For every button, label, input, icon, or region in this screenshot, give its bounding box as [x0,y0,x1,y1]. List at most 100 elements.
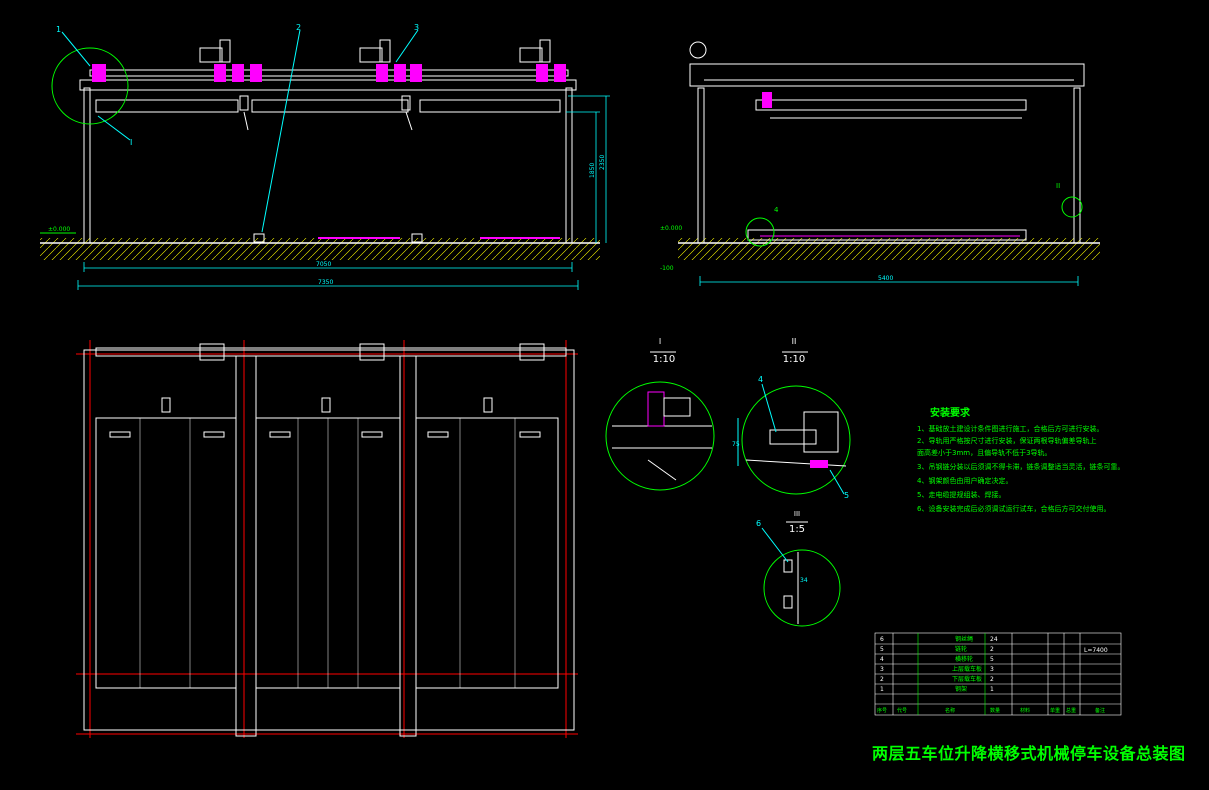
parts-row-2-name: 链轮 [955,645,967,653]
front-ground-hatch [40,238,600,260]
parts-row-6-name: 钢架 [955,685,967,693]
front-dim-width-inner: 7050 [316,261,331,268]
front-left-column [83,87,91,244]
detail-III-part-a [783,559,793,573]
parts-table-header: 序号 代号 名称 材料 数量 单重 总重 备注 [877,707,1105,714]
side-left-label-2: -100 [660,265,674,272]
parts-row-5-no: 2 [880,676,884,683]
install-requirements-heading: 安装要求 [930,408,970,419]
callout-1-label: 1 [56,25,61,34]
front-lower-stop-1 [253,233,265,243]
plan-view [76,340,578,738]
front-dim-height-outer: 2350 [599,155,606,170]
parts-row-1-no: 6 [880,636,884,643]
side-lower-pallet [747,229,1027,241]
detail-III-scale: 1:5 [789,524,805,535]
detail-III-label: III [794,510,800,518]
front-view: 1 2 3 I 7050 7350 1850 2350 ±0.000 [40,23,610,290]
side-top-beam [689,63,1085,87]
detail-II-dim: 75 [732,441,740,448]
front-dim-width-outer: 7350 [318,279,333,286]
parts-header-material: 材料 [1020,707,1030,714]
detail-II-callout-4: 4 [758,375,763,384]
callout-3-label: 3 [414,23,419,32]
front-detail-I-label: I [130,138,132,147]
detail-I-motor [663,397,691,417]
plan-slots [109,397,541,438]
parts-row-1-remark: L=7400 [1084,647,1108,654]
side-dim-width: 5400 [878,275,893,282]
side-ground-hatch [678,238,1100,260]
parts-row-4-name: 上层载车板 [952,665,982,673]
detail-II-wheel [769,429,817,445]
install-req-3: 3、吊钢链分装以后须调不得卡滞，链条调整适当灵活，链条可靠。 [917,463,1125,471]
install-req-5: 5、走电缆提规组装、焊接。 [917,491,1006,499]
parts-row-5-qty: 2 [990,676,994,683]
detail-III-dim: 34 [800,577,808,584]
plan-columns [235,355,417,737]
install-req-6: 6、设备安装完成后必须调试运行试车，合格后方可交付使用。 [917,505,1111,513]
plan-motors [199,343,545,361]
parts-header-code: 代号 [897,707,907,714]
front-upper-pallet-2 [251,99,409,113]
front-detail-circle-I [51,47,129,125]
parts-row-3-no: 4 [880,656,884,663]
side-view: II 4 5400 ±0.000 -100 [660,41,1100,286]
drawing-title: 两层五车位升降横移式机械停车设备总装图 [872,744,1186,763]
front-top-beam [79,79,577,91]
detail-I-circle [605,381,715,491]
detail-II-circle [741,385,851,495]
install-req-2: 2、导轨用严格按尺寸进行安装，保证两根导轨偏差导轨上 [917,437,1097,445]
detail-II-callout-4-leader [761,383,777,433]
front-ground-label: ±0.000 [48,226,70,233]
parts-table-rows: 6 钢丝绳 24 L=7400 5 链轮 2 4 横移轮 5 3 上层载车板 3… [880,635,1108,693]
parts-header-no: 序号 [877,707,887,714]
detail-III-circle [763,549,841,627]
parts-row-3-name: 横移轮 [955,655,973,663]
parts-header-total-weight: 总重 [1066,707,1076,714]
install-req-1: 1、基础放土建设计条件图进行施工，合格后方可进行安装。 [917,425,1104,433]
parts-header-unit-weight: 单重 [1050,707,1060,714]
plan-pallet-ribs [139,418,516,688]
detail-I: I 1:10 [605,337,715,491]
side-left-label-1: ±0.000 [660,225,682,232]
detail-II-label: II [792,337,797,346]
detail-III-part-b [783,595,793,609]
callout-2-label: 2 [296,23,301,32]
parts-row-4-qty: 3 [990,666,994,673]
install-req-2b: 面高差小于3mm，且偏导轨不低于3导轨。 [917,449,1052,457]
callout-2-leader [261,29,301,233]
parts-row-2-qty: 2 [990,646,994,653]
parts-row-2-no: 5 [880,646,884,653]
side-detail-circle [745,217,775,247]
front-upper-pallet-3 [419,99,561,113]
detail-I-actuator [647,391,665,427]
parts-row-5-name: 下层载车板 [952,675,982,683]
plan-top-rail [95,347,567,357]
front-lower-stop-2 [411,233,423,243]
parts-row-6-no: 1 [880,686,884,693]
detail-I-bracket [647,459,677,481]
side-detail-circle-II [1061,196,1083,218]
parts-row-6-qty: 1 [990,686,994,693]
parts-table [874,632,1122,716]
detail-II-scale: 1:10 [783,354,805,365]
plan-pallets [95,417,559,689]
detail-II-callout-5-leader [829,469,845,495]
front-upper-pallet-1 [95,99,239,113]
parts-header-qty: 数量 [990,707,1000,714]
detail-II-callout-5: 5 [844,491,849,500]
side-left-column [697,87,705,244]
detail-II-rail [745,459,847,467]
side-right-column [1073,87,1081,244]
front-right-column [565,87,573,244]
front-hangers [239,95,413,131]
parts-row-1-qty: 24 [990,636,998,643]
detail-I-leader [97,115,131,141]
side-dimensions [699,276,1079,286]
detail-III-callout-leader [761,527,789,563]
detail-II-plate [810,460,828,468]
front-dim-height-inner: 1850 [589,163,596,178]
callout-3-leader [395,29,419,63]
